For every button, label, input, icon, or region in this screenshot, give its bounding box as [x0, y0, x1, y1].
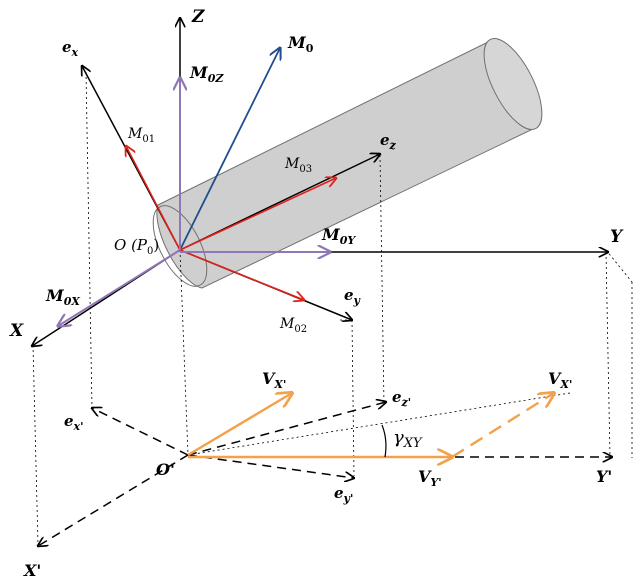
label-vx-right: VX': [548, 369, 572, 391]
label-ez: ez: [380, 131, 397, 152]
ex-proj-vector: [92, 408, 189, 456]
proj-ez: [379, 154, 385, 406]
projection-lines: [32, 71, 633, 546]
label-origin-proj: O': [156, 460, 175, 479]
label-vy: VY': [418, 467, 442, 489]
label-y-proj: Y': [596, 467, 612, 486]
cylinder: [152, 38, 543, 289]
label-ex-proj: ex': [64, 412, 83, 433]
cylinder-far-end: [483, 38, 543, 130]
m01-vector: [126, 146, 181, 251]
proj-ex: [85, 71, 93, 409]
label-m01: M01: [127, 126, 155, 145]
proj-origin: [179, 249, 189, 456]
label-m02: M02: [279, 316, 307, 335]
proj-y-top: [605, 249, 633, 283]
label-m0x: M0X: [45, 286, 80, 308]
label-ey-proj: ey': [334, 484, 353, 505]
proj-y: [605, 251, 611, 459]
label-ey: ey: [344, 286, 362, 307]
label-y-axis: Y: [610, 227, 624, 247]
label-x-axis: X: [9, 321, 24, 341]
proj-x: [32, 344, 39, 546]
label-gamma: γXY: [393, 427, 423, 451]
label-origin: O (P0): [114, 236, 159, 257]
label-x-proj: X': [23, 561, 41, 580]
proj-ey: [351, 319, 355, 477]
ez-proj-vector: [187, 402, 386, 456]
label-m0: M0: [287, 33, 314, 55]
m03-vector: [179, 178, 336, 251]
vx-right-vector: [451, 393, 554, 459]
purple-vectors: [58, 78, 330, 326]
proj-diag: [187, 392, 571, 456]
label-ez-proj: ez': [392, 388, 411, 409]
cylinder-near-end: [152, 205, 208, 287]
orange-vectors: [187, 393, 554, 459]
label-m0z: M0Z: [189, 63, 224, 85]
label-ex: ex: [62, 38, 79, 59]
m02-vector: [179, 249, 304, 300]
red-vectors: [126, 146, 336, 300]
m0-vector: [179, 48, 280, 251]
m0x-vector: [58, 249, 181, 326]
label-vx-left: VX': [262, 369, 286, 391]
label-m0y: M0Y: [321, 225, 356, 247]
label-m03: M03: [284, 156, 312, 175]
vx-left-vector: [187, 393, 292, 457]
projected-black-vectors: [38, 402, 612, 546]
labels: Z M0Z M0 ex M01 ez M03 O (P0) M0Y Y M0X …: [9, 7, 624, 580]
gamma-arc: [381, 424, 387, 458]
ey-proj-vector: [187, 454, 354, 478]
label-z-axis: Z: [191, 7, 205, 27]
